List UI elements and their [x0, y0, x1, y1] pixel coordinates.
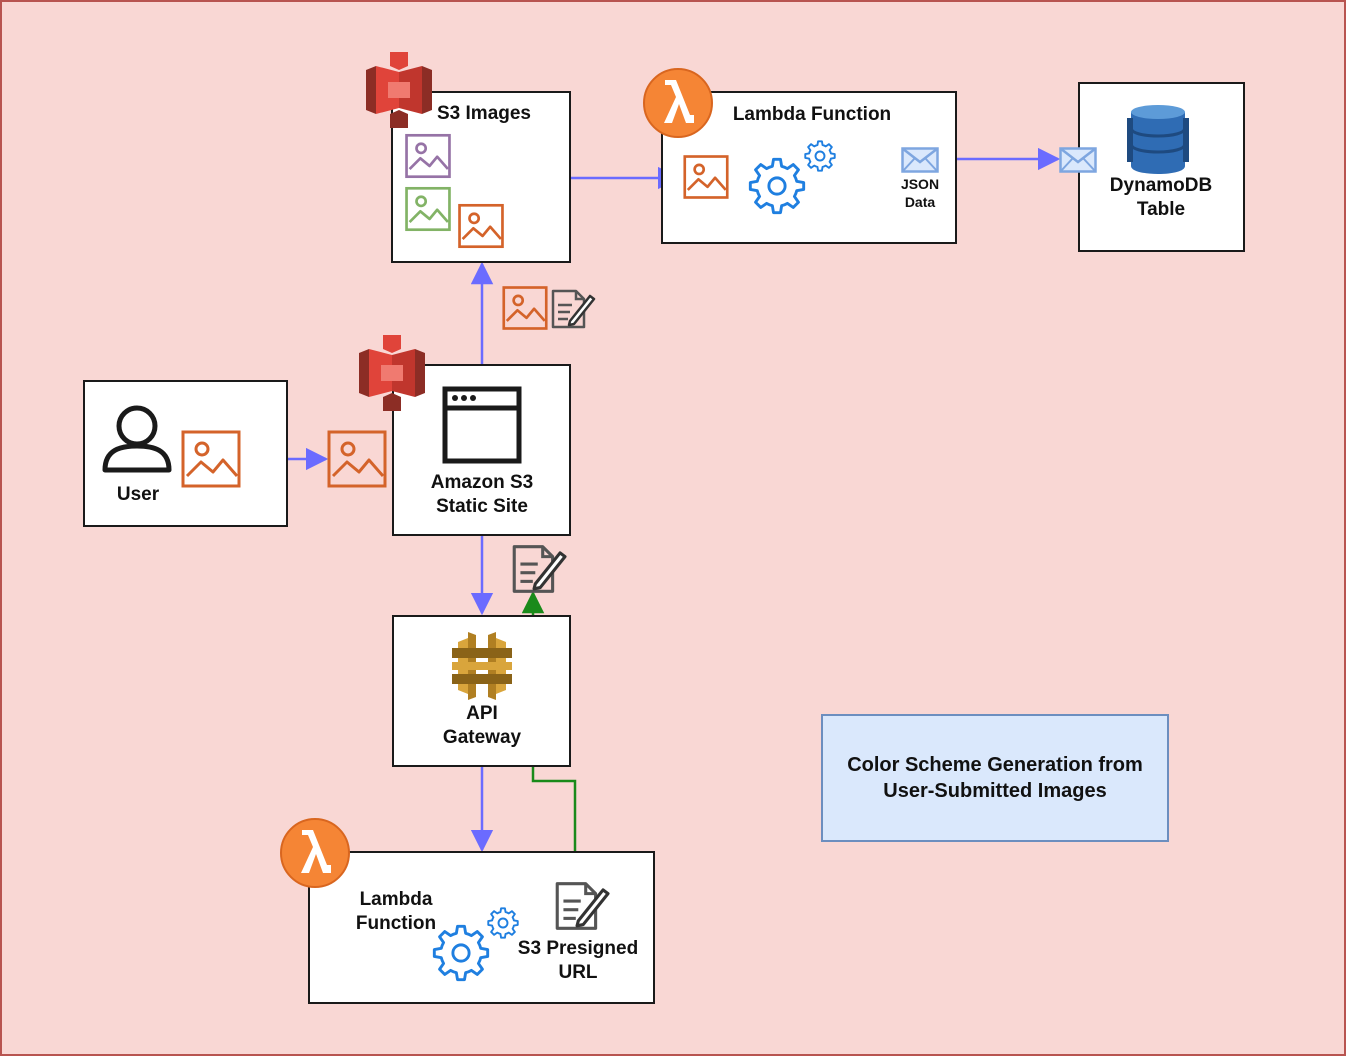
image-icon: [181, 430, 241, 488]
signed-document-icon: [555, 882, 610, 930]
s3-images-label: S3 Images: [437, 103, 531, 124]
gear-icon: [487, 907, 519, 939]
lambda-presign-label-line1: Lambda: [359, 889, 433, 910]
api-gateway-icon: [452, 632, 512, 700]
upload-image-icon: [327, 430, 387, 488]
image-icon: [405, 186, 451, 232]
lambda-presign-box: [308, 851, 655, 1004]
user-label: User: [116, 484, 160, 505]
image-icon: [458, 203, 504, 249]
signed-document-icon: [551, 289, 596, 329]
dynamodb-label-line2: Table: [1136, 199, 1186, 220]
envelope-icon: [1059, 147, 1097, 173]
browser-window-icon: [442, 386, 522, 464]
arrow-presigned-url-return: [531, 767, 577, 882]
lambda-process-label: Lambda Function: [732, 104, 892, 125]
json-data-label-line1: JSON: [900, 176, 940, 192]
user-icon: [102, 405, 172, 473]
image-icon: [405, 133, 451, 179]
dynamodb-icon: [1127, 105, 1189, 174]
dynamodb-label-line1: DynamoDB: [1109, 175, 1213, 196]
gear-icon: [804, 140, 836, 172]
s3-static-site-label-line1: Amazon S3: [430, 472, 534, 493]
json-data-label-line2: Data: [904, 194, 936, 210]
s3-bucket-icon: [359, 335, 425, 411]
s3-static-site-label-line2: Static Site: [436, 496, 528, 517]
diagram-title-box: Color Scheme Generation from User-Submit…: [821, 714, 1169, 842]
image-icon: [502, 286, 548, 330]
gear-icon: [748, 157, 806, 215]
presigned-url-label-line2: URL: [558, 962, 598, 983]
api-gateway-label-line1: API: [466, 703, 498, 724]
signed-document-icon: [512, 545, 567, 593]
user-box: [83, 380, 288, 527]
diagram-title: Color Scheme Generation from User-Submit…: [847, 754, 1143, 802]
envelope-icon: [901, 147, 939, 173]
image-icon: [683, 155, 729, 199]
s3-bucket-icon: [366, 52, 432, 128]
lambda-icon: [643, 68, 713, 138]
api-gateway-box: [392, 615, 571, 767]
lambda-presign-label-line2: Function: [355, 913, 437, 934]
api-gateway-label-line2: Gateway: [442, 727, 522, 748]
lambda-icon: [280, 818, 350, 888]
gear-icon: [432, 924, 490, 982]
presigned-url-label-line1: S3 Presigned: [517, 938, 639, 959]
